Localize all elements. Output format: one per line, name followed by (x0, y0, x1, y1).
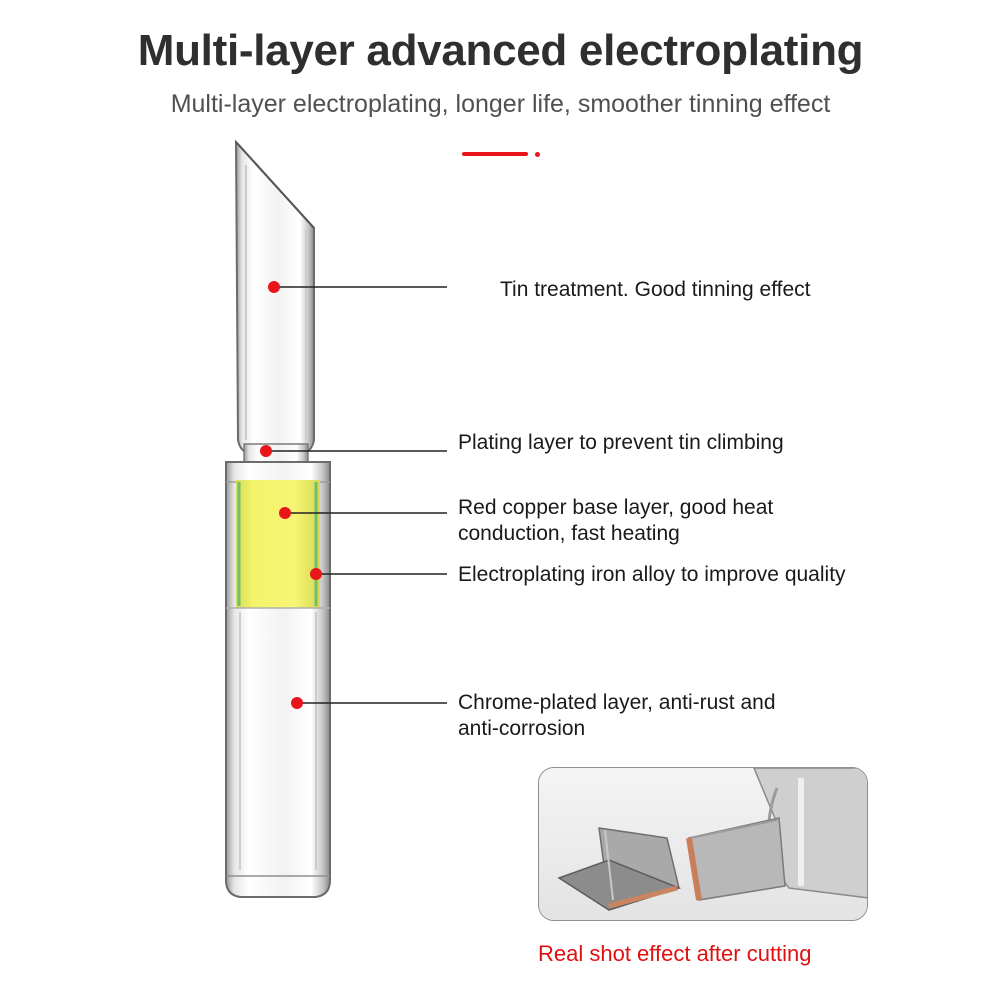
callout-iron-alloy: Electroplating iron alloy to improve qua… (458, 563, 846, 586)
marker-dot-tin (268, 281, 280, 293)
copper-layer (236, 480, 320, 608)
accent-divider-dot (535, 152, 540, 157)
marker-dot-plating (260, 445, 272, 457)
marker-dot-copper (279, 507, 291, 519)
page-title: Multi-layer advanced electroplating (137, 26, 864, 75)
page-subtitle: Multi-layer electroplating, longer life,… (170, 90, 831, 118)
callout-plating-layer: Plating layer to prevent tin climbing (458, 431, 784, 454)
callout-chrome-line1: Chrome-plated layer, anti-rust and (458, 691, 776, 714)
marker-dot-alloy (310, 568, 322, 580)
photo-caption: Real shot effect after cutting (538, 941, 812, 966)
cutting-photo (538, 767, 868, 921)
callout-chrome-layer: Chrome-plated layer, anti-rust and anti-… (458, 690, 776, 742)
callout-copper-line2: conduction, fast heating (458, 522, 680, 545)
marker-dot-chrome (291, 697, 303, 709)
tip-blade (234, 139, 315, 456)
tip-barrel (225, 461, 331, 898)
callout-copper-line1: Red copper base layer, good heat (458, 496, 774, 519)
callout-copper-base: Red copper base layer, good heat conduct… (458, 495, 773, 547)
callout-chrome-line2: anti-corrosion (458, 717, 586, 740)
accent-divider (462, 152, 528, 156)
cutting-photo-illustration (539, 768, 867, 920)
callout-tin-treatment: Tin treatment. Good tinning effect (500, 278, 811, 301)
tip-neck (243, 443, 309, 463)
